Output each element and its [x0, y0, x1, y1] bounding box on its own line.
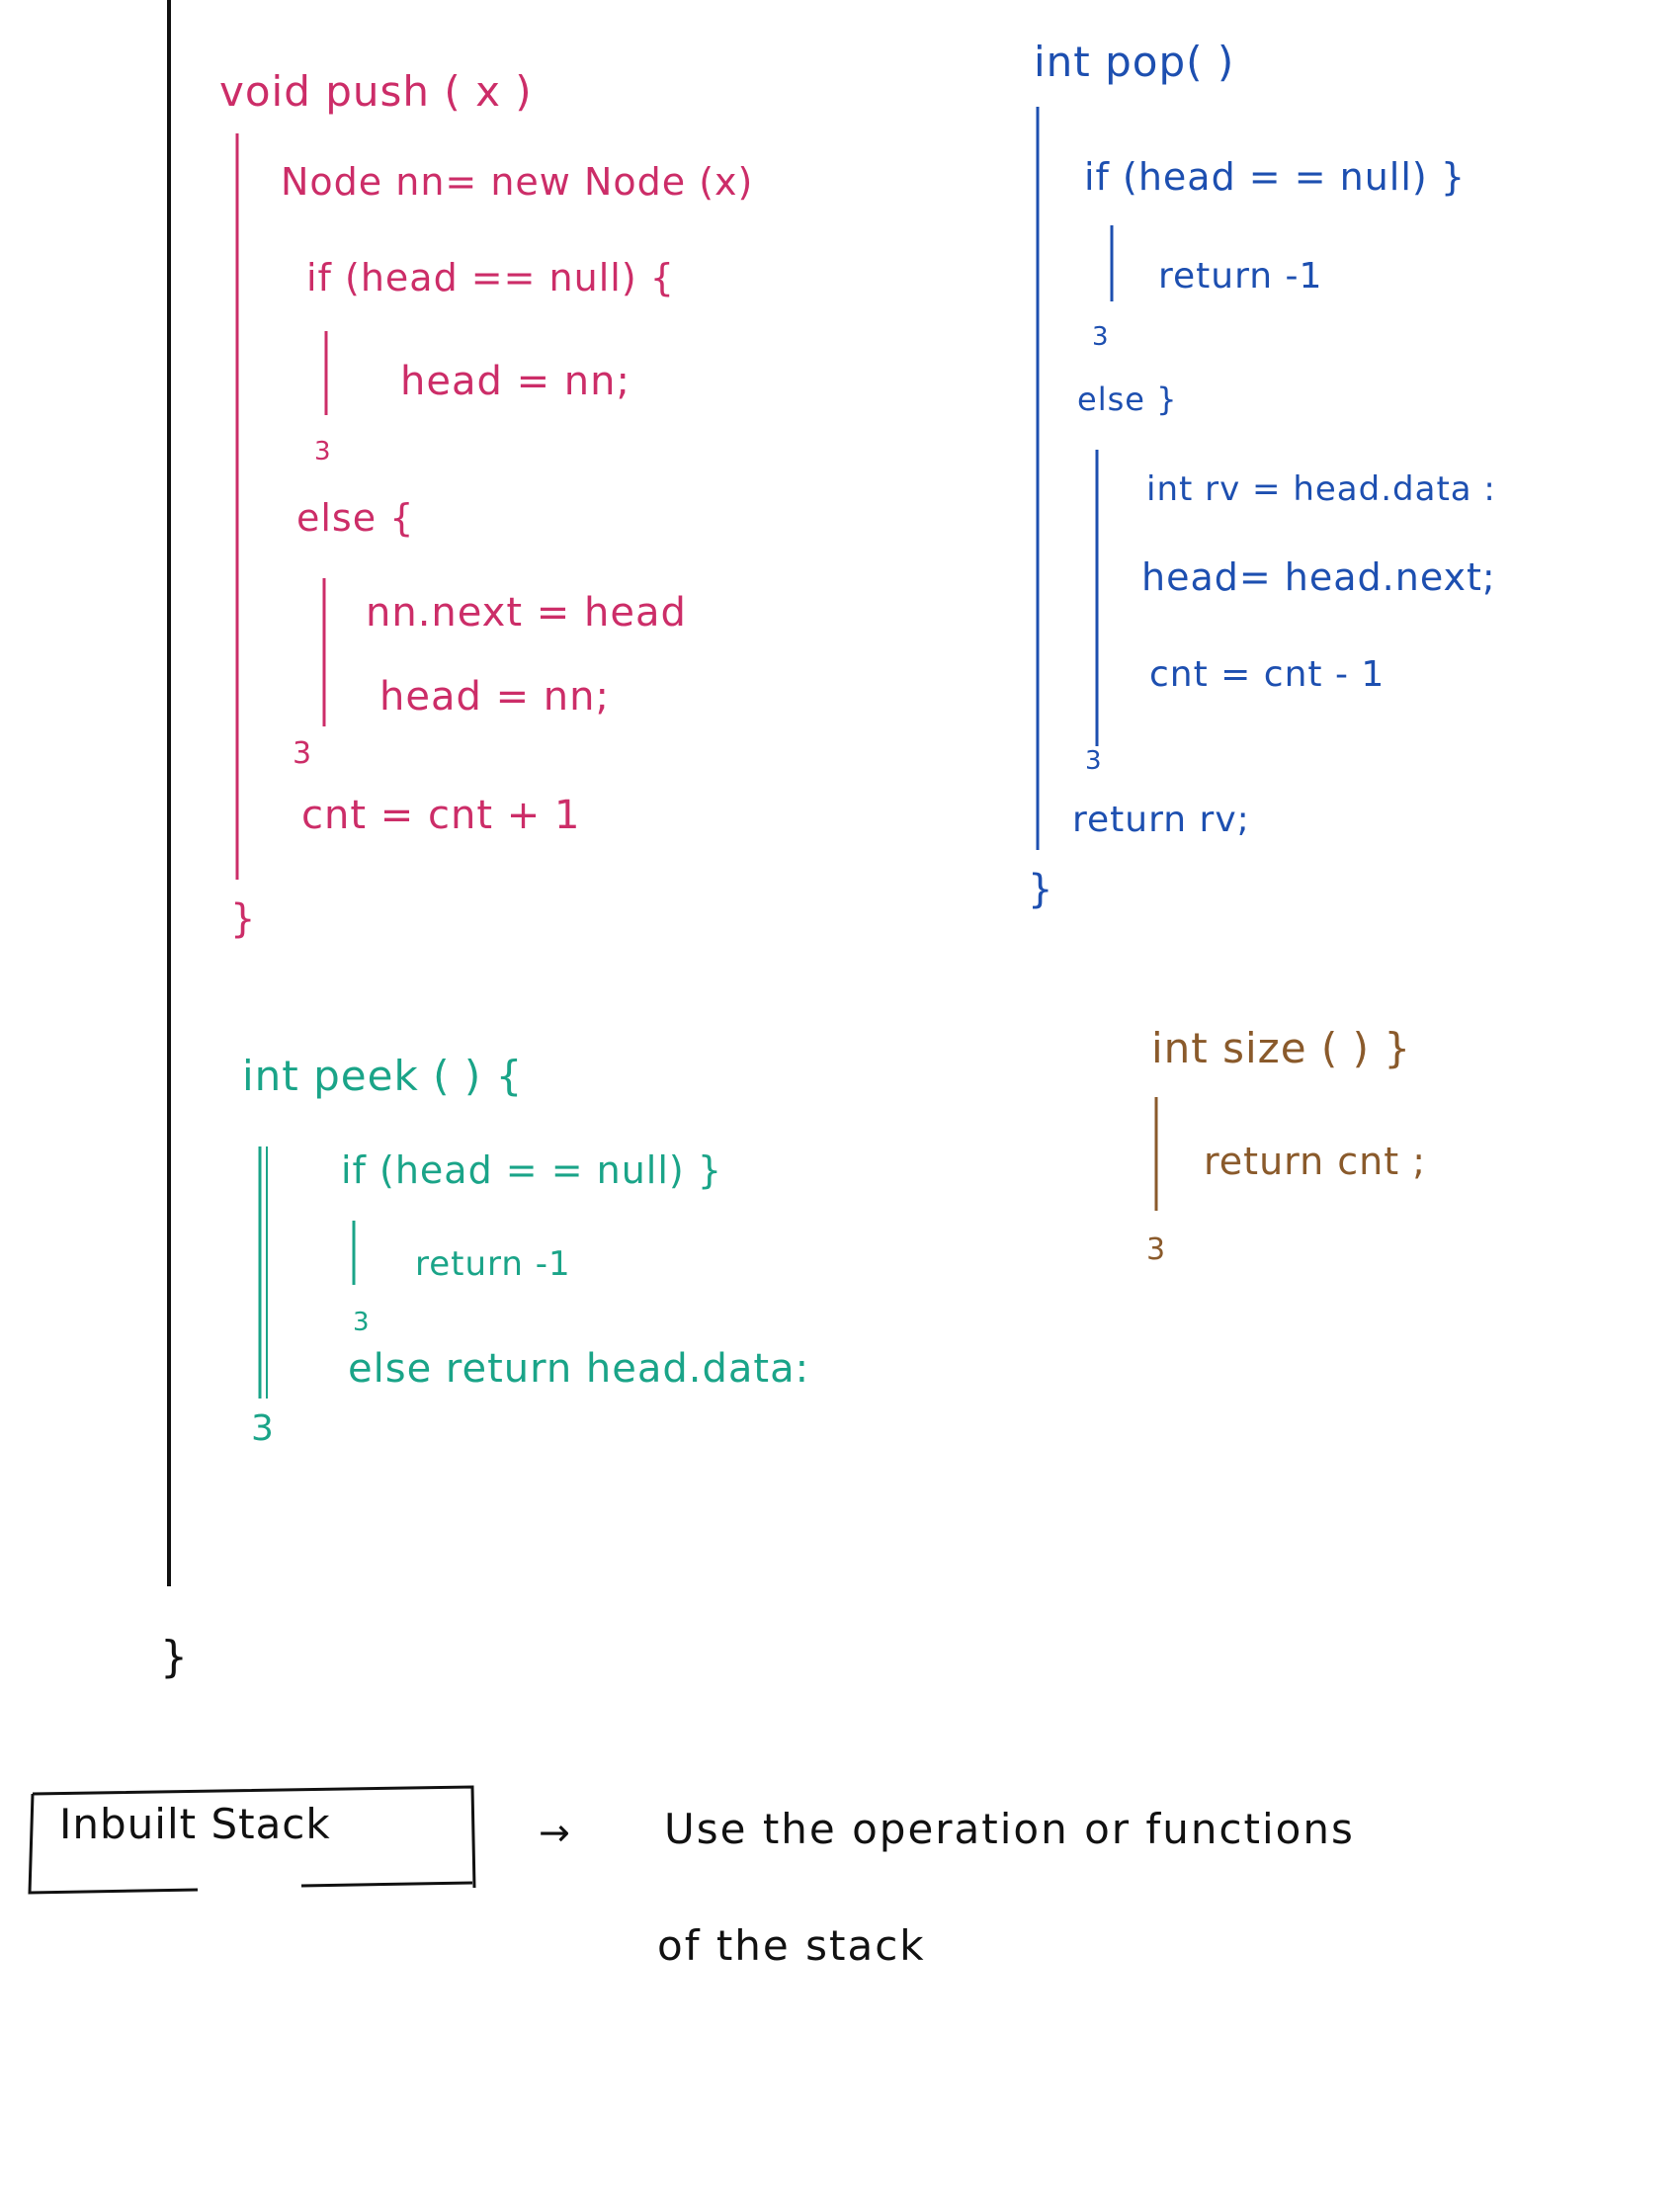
push-close-brace: } — [230, 896, 257, 942]
size-close-brace: 3 — [1146, 1232, 1167, 1267]
peek-signature: int peek ( ) { — [242, 1052, 524, 1100]
push-else-line: else { — [296, 496, 415, 540]
note-line-2: of the stack — [657, 1921, 926, 1970]
size-return-line: return cnt ; — [1204, 1140, 1427, 1183]
pop-else-line: else } — [1077, 381, 1178, 418]
push-if-close-brace: 3 — [314, 437, 332, 467]
peek-close-brace: 3 — [251, 1408, 275, 1449]
pop-count-line: cnt = cnt - 1 — [1149, 654, 1386, 695]
peek-return-minus-one: return -1 — [415, 1244, 571, 1284]
pop-if-close-brace: 3 — [1092, 322, 1110, 352]
peek-else-return-line: else return head.data: — [348, 1346, 810, 1392]
pop-if-line: if (head = = null) } — [1084, 155, 1466, 199]
peek-if-close-brace: 3 — [353, 1308, 371, 1337]
size-signature: int size ( ) } — [1151, 1024, 1412, 1072]
stack-underline — [300, 1881, 473, 1888]
inbuilt-stack-label: Inbuilt Stack — [59, 1800, 331, 1848]
peek-if-line: if (head = = null) } — [341, 1148, 722, 1192]
push-head-assign-line: head = nn; — [400, 359, 630, 404]
outer-close-brace: } — [160, 1632, 189, 1682]
push-new-node-line: Node nn= new Node (x) — [281, 160, 754, 204]
pop-signature: int pop( ) — [1034, 38, 1235, 86]
push-else-close-brace: 3 — [293, 736, 313, 771]
push-count-line: cnt = cnt + 1 — [301, 793, 581, 838]
pop-rv-assign-line: int rv = head.data : — [1146, 469, 1496, 509]
pop-else-close-brace: 3 — [1085, 746, 1103, 776]
pop-head-advance-line: head= head.next; — [1141, 555, 1496, 599]
pop-return-rv-line: return rv; — [1072, 800, 1250, 840]
pop-close-brace: } — [1028, 867, 1054, 912]
note-line-1: Use the operation or functions — [664, 1805, 1355, 1853]
push-head-assign-line-2: head = nn; — [379, 674, 610, 720]
push-next-assign-line: nn.next = head — [366, 590, 687, 636]
inbuilt-stack-box — [28, 1785, 476, 1895]
push-signature: void push ( x ) — [219, 67, 533, 116]
push-if-line: if (head == null) { — [306, 256, 675, 299]
arrow-icon: → — [539, 1811, 571, 1854]
pop-return-minus-one: return -1 — [1158, 256, 1323, 297]
